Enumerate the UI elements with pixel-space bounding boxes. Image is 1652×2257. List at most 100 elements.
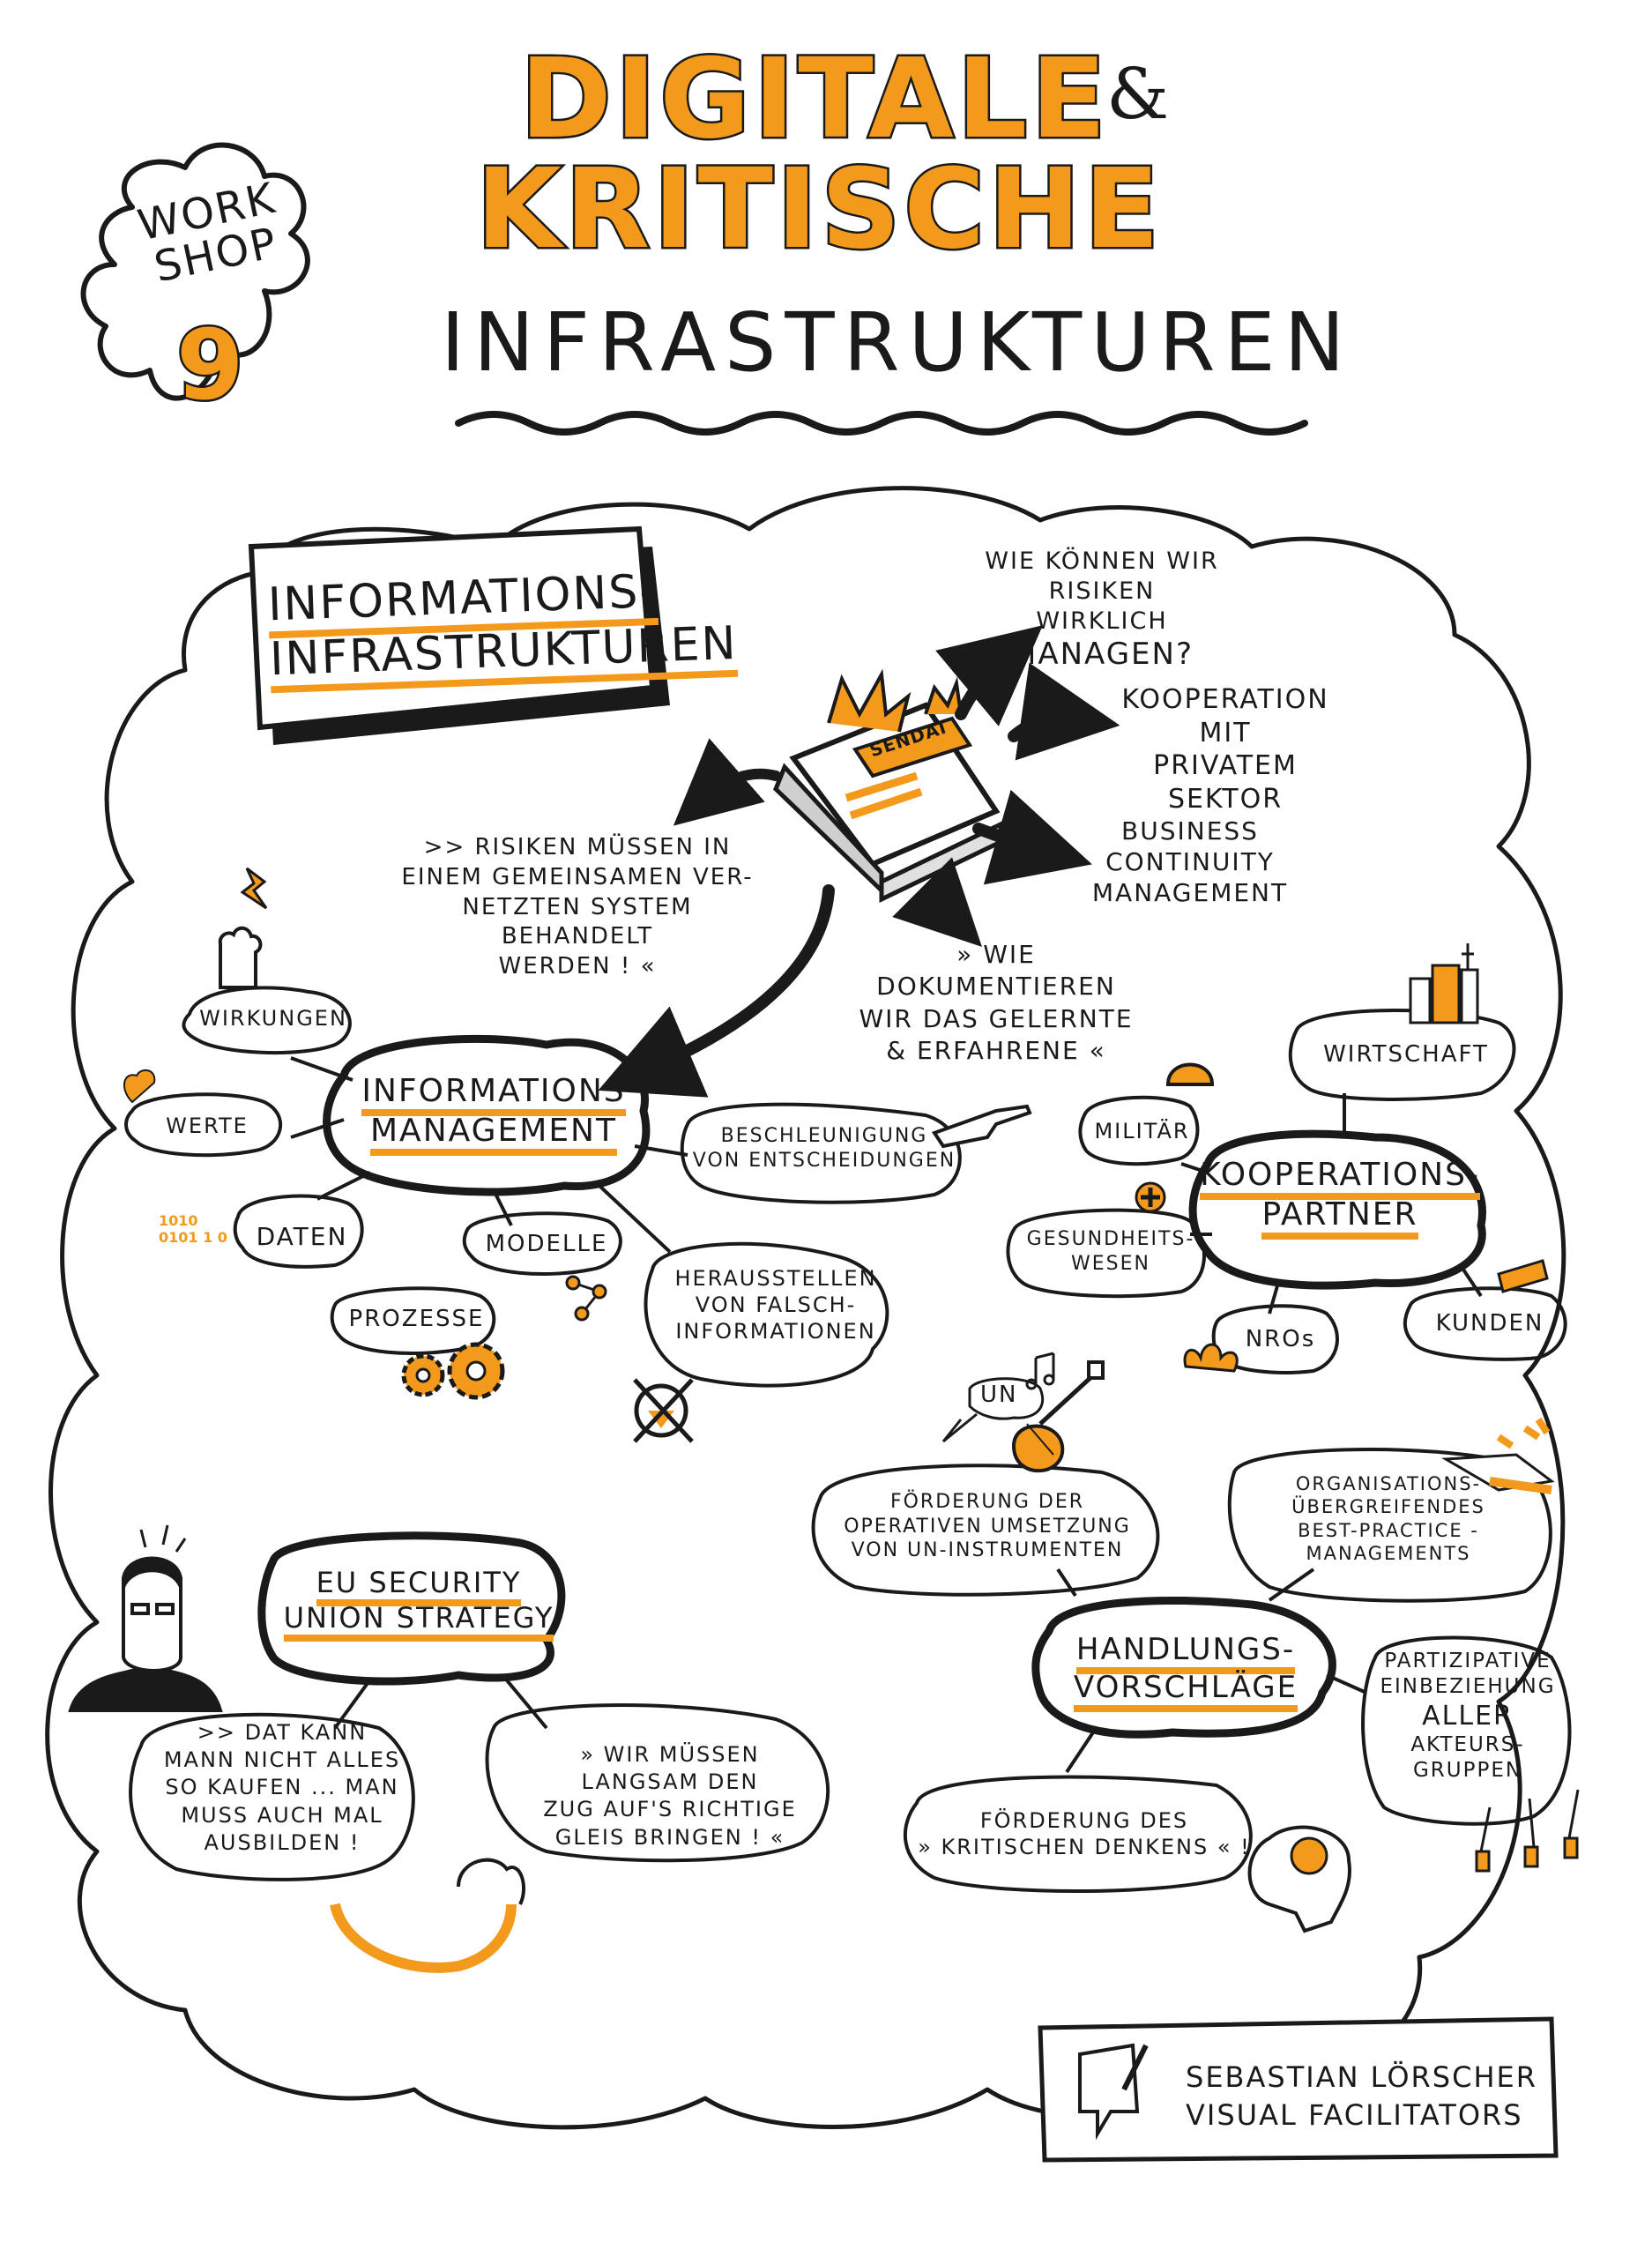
question-risks-line: RISIKEN WIRKLICH — [1036, 577, 1168, 635]
daten-label: DATEN — [256, 1222, 348, 1251]
kooperation-line: PARTNER — [1261, 1196, 1418, 1240]
un-speech-bubble — [941, 1377, 1045, 1443]
handlung-line: HANDLUNGS- — [1075, 1632, 1296, 1674]
quote-document-line: » WIE DOKUMENTIEREN — [876, 940, 1116, 1002]
credit-box — [1038, 2016, 1559, 2163]
raised-hands-icon — [1475, 1789, 1580, 1873]
info-management-center: INFORMATIONS MANAGEMENT — [344, 1071, 644, 1156]
partizipativ-line: AKTEURS- — [1410, 1733, 1525, 1756]
foerderung-un-line: OPERATIVEN UMSETZUNG — [844, 1515, 1131, 1538]
section-label-box — [248, 525, 670, 745]
foerderung-un-text: FÖRDERUNG DER OPERATIVEN UMSETZUNG VON U… — [815, 1490, 1159, 1563]
info-management-line: INFORMATIONS — [361, 1073, 626, 1116]
beschleunigung-text: BESCHLEUNIGUNG VON ENTSCHEIDUNGEN — [692, 1124, 956, 1173]
cooperation-private-text: KOOPERATION MIT PRIVATEM SEKTOR — [1093, 683, 1358, 816]
gesundheit-line: WESEN — [1071, 1252, 1150, 1275]
partizipativ-text: PARTIZIPATIVE EINBEZIEHUNG ALLER AKTEURS… — [1371, 1649, 1565, 1784]
eu-quote-right: » WIR MÜSSEN LANGSAM DEN ZUG AUF'S RICHT… — [489, 1741, 851, 1851]
partizipativ-line: ALLER — [1422, 1700, 1514, 1732]
falsch-line: HERAUSSTELLEN — [674, 1266, 877, 1291]
eu-strategy-center: EU SECURITY UNION STRATEGY — [269, 1565, 569, 1642]
heart-icon — [123, 1069, 156, 1104]
quote-document-line: WIR DAS GELERNTE — [859, 1003, 1134, 1033]
organisation-line: BEST-PRACTICE - — [1298, 1519, 1479, 1541]
partizipativ-line: PARTIZIPATIVE — [1384, 1650, 1552, 1672]
militaer-label: MILITÄR — [1094, 1119, 1190, 1143]
eu-quote-right-line: » WIR MÜSSEN — [580, 1742, 760, 1767]
werte-label: WERTE — [166, 1114, 249, 1138]
falsch-line: INFORMATIONEN — [675, 1319, 876, 1344]
quote-risks-line: EINEM GEMEINSAMEN VER- — [401, 863, 754, 890]
organisation-line: ÜBERGREIFENDES — [1291, 1496, 1485, 1518]
un-label: UN — [980, 1382, 1018, 1408]
lotus-icon — [1183, 1343, 1239, 1373]
handlung-line: VORSCHLÄGE — [1073, 1669, 1299, 1712]
gesundheitswesen-text: GESUNDHEITS- WESEN — [1014, 1227, 1208, 1276]
quote-risks-line: WERDEN ! « — [498, 953, 657, 980]
quote-risks-text: >> RISIKEN MÜSSEN IN EINEM GEMEINSAMEN V… — [392, 833, 763, 982]
eu-quote-right-line: ZUG AUF'S RICHTIGE — [543, 1797, 797, 1822]
kritisches-denken-text: FÖRDERUNG DES » KRITISCHEN DENKENS « ! — [917, 1807, 1252, 1860]
workshop-number: 9 — [175, 307, 248, 424]
partizipativ-line: GRUPPEN — [1412, 1758, 1523, 1782]
gears-icon — [401, 1342, 505, 1400]
question-risks-line: WIE KÖNNEN WIR — [985, 547, 1219, 575]
kunden-label: KUNDEN — [1435, 1310, 1544, 1337]
eu-quote-left-line: MUSS AUCH MAL — [181, 1802, 383, 1828]
business-line: MANAGEMENT — [1091, 878, 1289, 907]
quote-risks-line: NETZTEN SYSTEM BEHANDELT — [462, 893, 693, 950]
organisation-line: ORGANISATIONS- — [1295, 1473, 1482, 1494]
handlung-center: HANDLUNGS- VORSCHLÄGE — [1040, 1631, 1331, 1712]
guitar-icon — [1011, 1360, 1105, 1473]
info-management-cluster — [124, 986, 962, 1388]
info-management-line: MANAGEMENT — [370, 1113, 617, 1156]
title-line3: INFRASTRUKTUREN — [441, 295, 1354, 390]
kooperation-cluster — [1006, 1009, 1567, 1374]
book-arrows — [598, 625, 1120, 1098]
kooperation-center: KOOPERATIONS- PARTNER — [1199, 1155, 1481, 1240]
wirkungen-label: WIRKUNGEN — [199, 1006, 347, 1031]
kritisches-line: FÖRDERUNG DES — [979, 1808, 1189, 1833]
prozesse-label: PROZESSE — [348, 1306, 485, 1332]
business-line: BUSINESS CONTINUITY — [1105, 816, 1275, 876]
credit-text: SEBASTIAN LÖRSCHER VISUAL FACILITATORS — [1186, 2059, 1538, 2134]
model-nodes-icon — [565, 1275, 607, 1322]
title-line2: KRITISCHE — [473, 144, 1164, 276]
crossed-out-icon — [633, 1378, 694, 1443]
title-underline — [455, 411, 1308, 436]
city-icon — [1409, 943, 1479, 1024]
question-risks-line: MANAGEN? — [1010, 637, 1194, 673]
credit-line1: SEBASTIAN LÖRSCHER — [1186, 2060, 1537, 2094]
eu-quote-left-line: SO KAUFEN ... MAN — [165, 1775, 399, 1800]
fist-lightning-icon — [218, 867, 268, 989]
organisation-line: MANAGEMENTS — [1306, 1542, 1471, 1564]
question-risks-text: WIE KÖNNEN WIR RISIKEN WIRKLICH MANAGEN? — [983, 547, 1221, 674]
medical-cross-icon — [1135, 1181, 1166, 1213]
thinking-head-icon — [1247, 1825, 1351, 1933]
quote-document-text: » WIE DOKUMENTIEREN WIR DAS GELERNTE & E… — [846, 939, 1146, 1068]
kooperation-line: KOOPERATIONS- — [1200, 1157, 1480, 1200]
credit-line2: VISUAL FACILITATORS — [1186, 2098, 1523, 2133]
eu-quote-left: >> DAT KANN MANN NICHT ALLES SO KAUFEN .… — [137, 1719, 428, 1857]
foerderung-un-line: VON UN-INSTRUMENTEN — [851, 1539, 1124, 1561]
music-note-icon — [1025, 1352, 1055, 1390]
eu-quote-right-line: LANGSAM DEN — [581, 1769, 759, 1795]
falsch-informationen-text: HERAUSSTELLEN VON FALSCH- INFORMATIONEN — [657, 1265, 895, 1345]
partizipativ-line: EINBEZIEHUNG — [1380, 1674, 1556, 1698]
organisation-text: ORGANISATIONS- ÜBERGREIFENDES BEST-PRACT… — [1239, 1472, 1538, 1565]
eu-strategy-cluster — [129, 1531, 830, 1881]
quote-document-line: & ERFAHRENE « — [886, 1036, 1106, 1066]
section-label: INFORMATIONS- INFRASTRUKTUREN — [266, 564, 739, 694]
money-icon — [1497, 1259, 1549, 1293]
title-ampersand: & — [1106, 53, 1170, 135]
business-continuity-text: BUSINESS CONTINUITY MANAGEMENT — [1062, 816, 1318, 908]
cooperation-line: KOOPERATION MIT — [1121, 684, 1329, 749]
beschleunigung-line: BESCHLEUNIGUNG — [720, 1125, 928, 1147]
eu-quote-left-line: >> DAT KANN — [197, 1720, 368, 1745]
modelle-label: MODELLE — [485, 1231, 608, 1257]
workshop-cloud — [80, 142, 310, 401]
binary-digits: 1010 0101 1 0 — [159, 1212, 227, 1247]
falsch-line: VON FALSCH- — [695, 1292, 857, 1317]
quote-risks-line: >> RISIKEN MÜSSEN IN — [423, 834, 732, 860]
